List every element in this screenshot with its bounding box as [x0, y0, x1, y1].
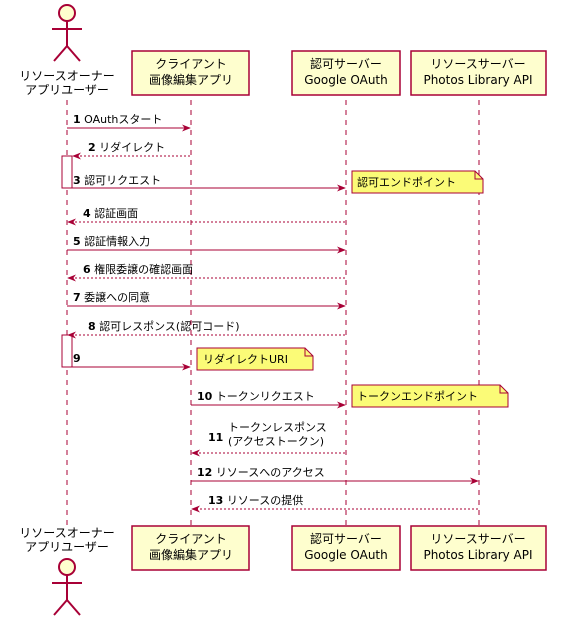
actor-figure-bottom: [52, 558, 82, 616]
note-token-endpoint: トークンエンドポイント: [351, 384, 509, 408]
participant-resource-top-line1: リソースサーバー: [430, 57, 525, 71]
message-12-label: リソースへのアクセス: [216, 466, 325, 479]
message-4-label: 認証画面: [94, 206, 138, 220]
message-2-label: リダイレクト: [99, 140, 165, 154]
participant-resource-bottom-line2: Photos Library API: [423, 548, 532, 562]
actor-label-top-line1: リソースオーナー: [19, 69, 114, 83]
message-9-number: 9: [73, 352, 81, 365]
message-1: 1 OAuthスタート: [67, 113, 191, 132]
message-11-label-line1: トークンレスポンス: [228, 421, 327, 434]
message-11-number: 11: [208, 431, 223, 444]
participant-auth-bottom-line2: Google OAuth: [304, 548, 388, 562]
svg-text:7 委譲への同意: 7 委譲への同意: [73, 290, 150, 304]
message-13: 13 リソースの提供: [191, 493, 478, 513]
svg-text:11: 11: [208, 431, 223, 444]
message-13-label: リソースの提供: [227, 493, 303, 507]
message-7: 7 委譲への同意: [67, 290, 346, 310]
participant-client-top-line1: クライアント: [155, 57, 227, 71]
message-10-number: 10: [197, 390, 213, 403]
participant-resource-top: リソースサーバー Photos Library API: [410, 50, 547, 96]
participant-auth-bottom-line1: 認可サーバー: [310, 531, 382, 546]
svg-text:12 リソースへのアクセス: 12 リソースへのアクセス: [197, 466, 325, 479]
participant-client-bottom-line2: 画像編集アプリ: [149, 547, 233, 562]
message-13-number: 13: [208, 494, 223, 507]
lifelines: [66, 100, 480, 527]
message-2: 2 リダイレクト: [72, 140, 190, 160]
message-6-label: 権限委譲の確認画面: [94, 262, 193, 276]
activation-bar-2: [61, 334, 73, 368]
svg-text:10 トークンリクエスト: 10 トークンリクエスト: [197, 390, 315, 403]
message-3: 3 認可リクエスト: [72, 173, 346, 192]
participant-resource-bottom: リソースサーバー Photos Library API: [410, 525, 547, 571]
message-6: 6 権限委譲の確認画面: [67, 262, 345, 282]
svg-text:2 リダイレクト: 2 リダイレクト: [88, 140, 165, 154]
message-11: 11 トークンレスポンス (アクセストークン): [191, 421, 345, 457]
message-3-label: 認可リクエスト: [84, 173, 161, 187]
svg-text:4 認証画面: 4 認証画面: [83, 206, 138, 220]
message-4: 4 認証画面: [67, 206, 345, 226]
message-4-number: 4: [83, 207, 91, 220]
note-token-endpoint-text: トークンエンドポイント: [357, 390, 478, 403]
participant-auth-top-line2: Google OAuth: [304, 73, 388, 87]
message-5-number: 5: [73, 235, 81, 248]
participant-client-top-line2: 画像編集アプリ: [149, 72, 233, 87]
note-authorization-endpoint-text: 認可エンドポイント: [357, 175, 456, 189]
message-3-number: 3: [73, 174, 81, 187]
message-5-label: 認証情報入力: [84, 234, 150, 248]
message-12: 12 リソースへのアクセス: [191, 466, 479, 485]
note-authorization-endpoint: 認可エンドポイント: [351, 170, 484, 194]
message-2-number: 2: [88, 141, 96, 154]
message-10: 10 トークンリクエスト: [191, 390, 346, 409]
participant-client-bottom: クライアント 画像編集アプリ: [131, 525, 250, 571]
participant-auth-top-line1: 認可サーバー: [310, 56, 382, 71]
svg-text:3 認可リクエスト: 3 認可リクエスト: [73, 173, 161, 187]
svg-text:13 リソースの提供: 13 リソースの提供: [208, 493, 303, 507]
note-redirect-uri-text: リダイレクトURI: [203, 352, 288, 366]
message-9: 9: [72, 352, 191, 371]
message-11-label-line2: (アクセストークン): [228, 435, 324, 448]
svg-text:5 認証情報入力: 5 認証情報入力: [73, 234, 150, 248]
message-7-number: 7: [73, 291, 81, 304]
message-5: 5 認証情報入力: [67, 234, 346, 254]
svg-text:1 OAuthスタート: 1 OAuthスタート: [73, 113, 162, 126]
participant-auth-top: 認可サーバー Google OAuth: [291, 50, 401, 96]
svg-text:8 認可レスポンス(認可コード): 8 認可レスポンス(認可コード): [88, 319, 240, 333]
participant-resource-top-line2: Photos Library API: [423, 73, 532, 87]
participant-auth-bottom: 認可サーバー Google OAuth: [291, 525, 401, 571]
actor-figure-top: [52, 4, 82, 62]
message-1-label: OAuthスタート: [84, 113, 162, 126]
message-1-number: 1: [73, 113, 81, 126]
message-8: 8 認可レスポンス(認可コード): [67, 319, 345, 339]
message-10-label: トークンリクエスト: [216, 390, 315, 403]
message-6-number: 6: [83, 263, 91, 276]
message-8-label: 認可レスポンス(認可コード): [99, 319, 239, 333]
actor-label-bottom-line2: アプリユーザー: [25, 540, 109, 554]
actor-label-bottom-line1: リソースオーナー: [19, 526, 114, 540]
actor-label-top-line2: アプリユーザー: [25, 83, 109, 97]
svg-text:6 権限委譲の確認画面: 6 権限委譲の確認画面: [83, 262, 193, 276]
message-8-number: 8: [88, 320, 96, 333]
note-redirect-uri: リダイレクトURI: [196, 347, 314, 371]
svg-text:9: 9: [73, 352, 81, 365]
participant-resource-bottom-line1: リソースサーバー: [430, 532, 525, 546]
message-7-label: 委譲への同意: [84, 290, 150, 304]
activation-bar-1: [61, 155, 73, 189]
participant-client-top: クライアント 画像編集アプリ: [131, 50, 250, 96]
message-12-number: 12: [197, 466, 212, 479]
participant-client-bottom-line1: クライアント: [155, 532, 227, 546]
